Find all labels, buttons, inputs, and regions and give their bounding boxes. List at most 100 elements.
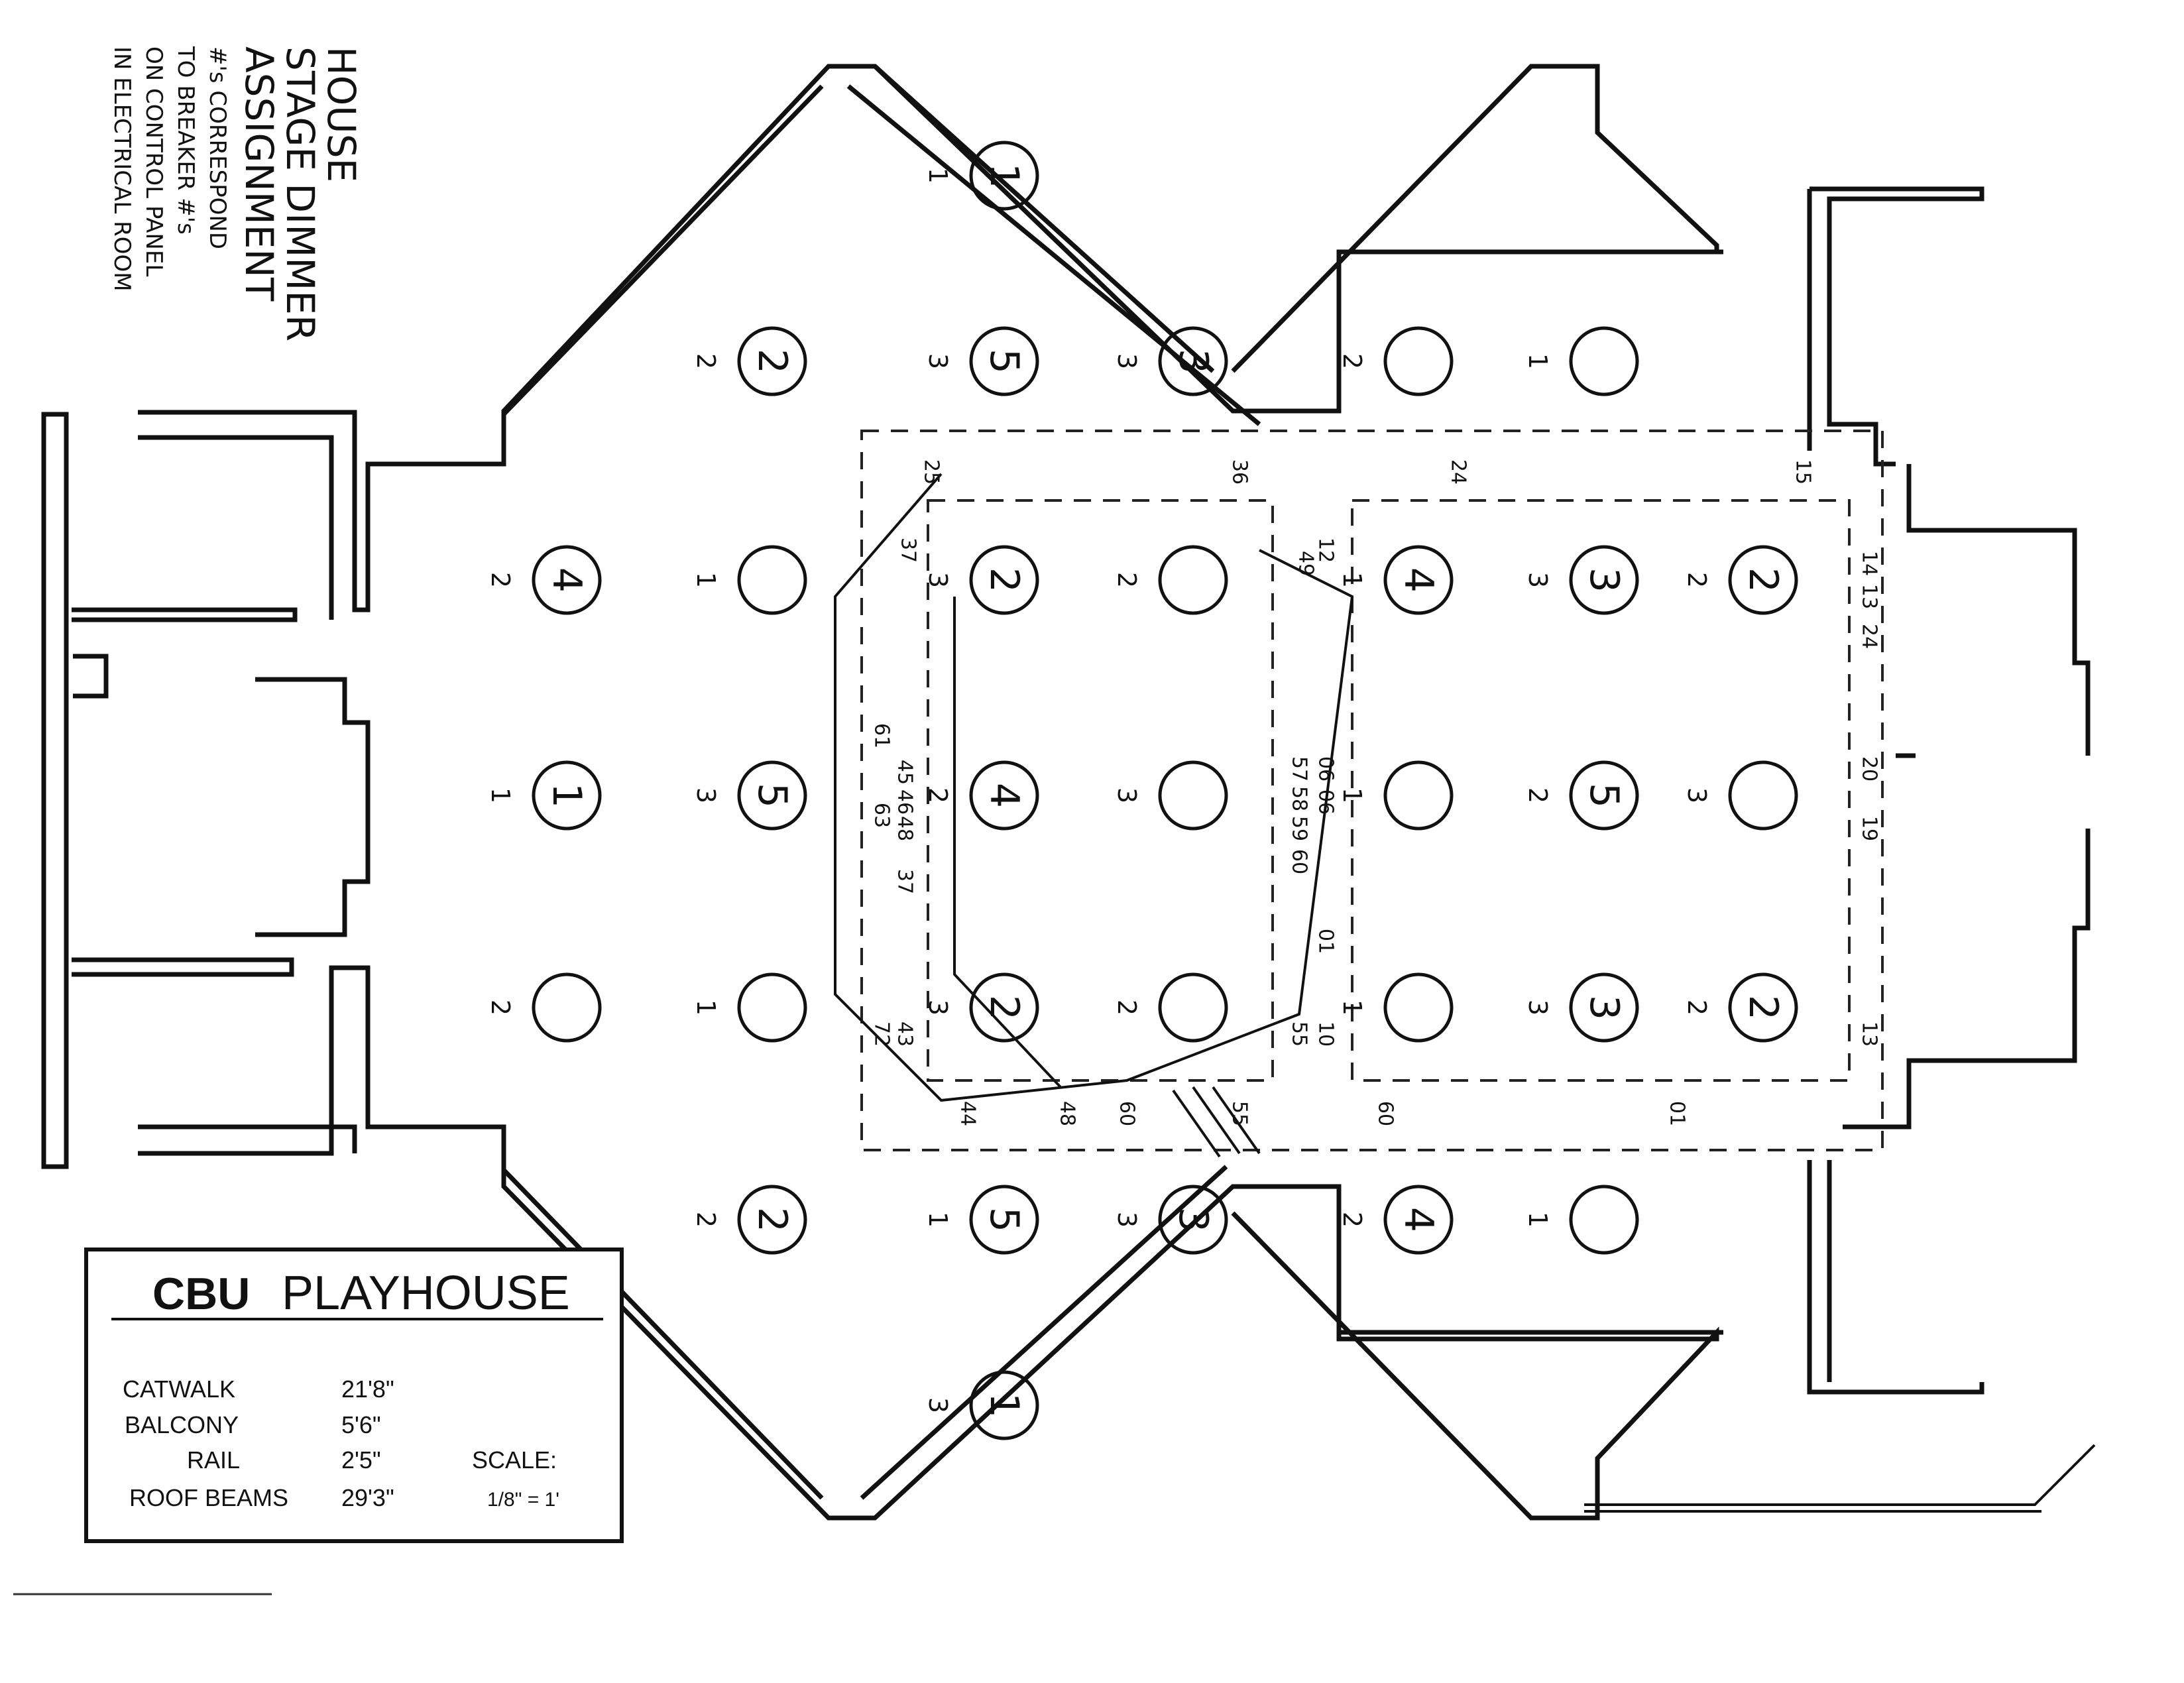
dimmer-side-number: 2 xyxy=(1338,1212,1367,1228)
circuit-label: 19 xyxy=(1858,816,1881,841)
dimmer-circle-ring xyxy=(969,545,1039,615)
scale-value: 1/8" = 1' xyxy=(487,1489,559,1511)
dimmer-circle-ring xyxy=(1158,972,1228,1043)
dimmer-circle: 42 xyxy=(486,545,602,615)
dimmer-circle-number: 1 xyxy=(981,163,1027,188)
dimmer-circle-ring xyxy=(1383,760,1454,831)
dimmer-circle: 2 xyxy=(1112,972,1228,1043)
dimmer-circle-number: 3 xyxy=(1581,567,1627,593)
circuit-label: 13 xyxy=(1858,1021,1881,1047)
dimmer-side-number: 2 xyxy=(1112,572,1141,588)
circuit-label: 01 xyxy=(1666,1101,1689,1126)
circuit-label: 15 xyxy=(1792,459,1815,485)
dimmer-circle-ring xyxy=(737,545,807,615)
dimmer-side-number: 1 xyxy=(1523,1212,1552,1228)
dimmer-circle-number: 4 xyxy=(1395,1207,1442,1232)
dimmer-circle-ring xyxy=(1158,545,1228,615)
dimmer-circle-ring xyxy=(737,326,807,396)
row-value-roof-beams: 29'3" xyxy=(341,1484,394,1511)
dimmer-side-number: 1 xyxy=(1338,572,1367,588)
circuit-label: 44 xyxy=(956,1101,980,1126)
dimmer-side-number: 3 xyxy=(1682,787,1711,803)
dimmer-side-number: 1 xyxy=(486,787,515,803)
dimmer-circle: 22 xyxy=(1682,972,1798,1043)
dimmer-circle-number: 3 xyxy=(1581,995,1627,1020)
dimmer-circle-ring xyxy=(1569,545,1639,615)
circuit-label: 13 xyxy=(1858,584,1881,609)
dimmer-circle-number: 2 xyxy=(981,567,1027,593)
dimmer-side-number: 2 xyxy=(1112,1000,1141,1016)
row-value-balcony: 5'6" xyxy=(341,1411,381,1438)
dimmer-circle-ring xyxy=(1569,326,1639,396)
dimmer-circle-ring xyxy=(737,1185,807,1255)
circuit-label: 57 xyxy=(1288,756,1311,782)
dimmer-side-number: 2 xyxy=(923,787,952,803)
circuit-label: 20 xyxy=(1858,756,1881,782)
dimmer-circle: 22 xyxy=(1682,545,1798,615)
dimmer-circle-ring xyxy=(1728,972,1798,1043)
dimmer-circle-ring xyxy=(532,972,602,1043)
dimmer-side-number: 3 xyxy=(1112,787,1141,803)
dimmer-side-number: 1 xyxy=(923,168,952,184)
dimmer-circle-ring xyxy=(532,760,602,831)
row-label-balcony: BALCONY xyxy=(125,1411,239,1438)
dimmer-side-number: 1 xyxy=(1338,1000,1367,1016)
dimmer-circle: 22 xyxy=(691,1185,807,1255)
circuit-label: 37 xyxy=(893,869,917,894)
dimmer-circle-ring xyxy=(969,972,1039,1043)
note-sub-2: TO BREAKER #'s xyxy=(172,46,199,235)
circuit-label: 12 xyxy=(1314,538,1338,563)
dimmer-circle-number: 2 xyxy=(1740,567,1786,593)
circuit-label: 61 xyxy=(870,723,893,748)
circuit-label: 01 xyxy=(1314,929,1338,954)
dimmer-circle: 11 xyxy=(923,141,1039,211)
dimmer-circle-ring xyxy=(1569,1185,1639,1255)
dimmer-circle: 23 xyxy=(923,545,1039,615)
row-value-rail: 2'5" xyxy=(341,1446,381,1474)
dimmer-side-number: 1 xyxy=(1523,353,1552,369)
dimmer-circle-ring xyxy=(969,141,1039,211)
dimmer-circle: 1 xyxy=(691,545,807,615)
circuit-label: 59 xyxy=(1288,816,1311,841)
building-walls xyxy=(41,64,2096,1521)
dimmer-circle-ring xyxy=(1383,972,1454,1043)
dimmer-circle-number: 2 xyxy=(1740,995,1786,1020)
note-sub-4: IN ELECTRICAL ROOM xyxy=(109,46,135,292)
note-line-3: ASSIGNMENT xyxy=(237,46,282,302)
scale-label: SCALE: xyxy=(472,1446,557,1474)
circuit-label: 55 xyxy=(1228,1101,1251,1126)
dimmer-circle-number: 3 xyxy=(1170,349,1216,374)
dimmer-circle: 23 xyxy=(923,972,1039,1043)
dimmer-circle-number: 2 xyxy=(749,1207,795,1232)
circuit-label: 60 xyxy=(1288,849,1311,874)
dimmer-side-number: 2 xyxy=(691,353,720,369)
dimmer-circle-ring xyxy=(1569,972,1639,1043)
dimmer-circle-ring xyxy=(1569,760,1639,831)
dimmer-circle-ring xyxy=(737,760,807,831)
dimmer-circle-ring xyxy=(1158,1185,1228,1255)
note-sub-3: ON CONTROL PANEL xyxy=(141,46,167,276)
dimmer-side-number: 2 xyxy=(486,1000,515,1016)
circuit-label: 45 xyxy=(893,760,917,785)
dimmer-circle: 2 xyxy=(486,972,602,1043)
dimmer-side-number: 3 xyxy=(1523,1000,1552,1016)
dimmer-side-number: 3 xyxy=(1523,572,1552,588)
dimmer-circle-number: 4 xyxy=(981,783,1027,808)
dimmer-circle: 1 xyxy=(1523,326,1639,396)
dimmer-circle-number: 2 xyxy=(981,995,1027,1020)
circuit-label: 46 xyxy=(893,789,917,815)
note-sub-1: #'s CORRESPOND xyxy=(204,46,231,249)
dimmer-circle: 13 xyxy=(923,1370,1039,1440)
row-label-catwalk: CATWALK xyxy=(123,1375,235,1403)
dimmer-side-number: 3 xyxy=(1112,1212,1141,1228)
circuit-label: 63 xyxy=(870,803,893,828)
dimmer-circle-number: 1 xyxy=(981,1393,1027,1418)
circuit-label: 49 xyxy=(1294,551,1318,576)
dimmer-circle-number: 1 xyxy=(544,783,590,808)
circuit-label: 43 xyxy=(893,1021,917,1047)
circuit-label: 48 xyxy=(1056,1101,1079,1126)
circuit-label: 06 xyxy=(1314,756,1338,782)
